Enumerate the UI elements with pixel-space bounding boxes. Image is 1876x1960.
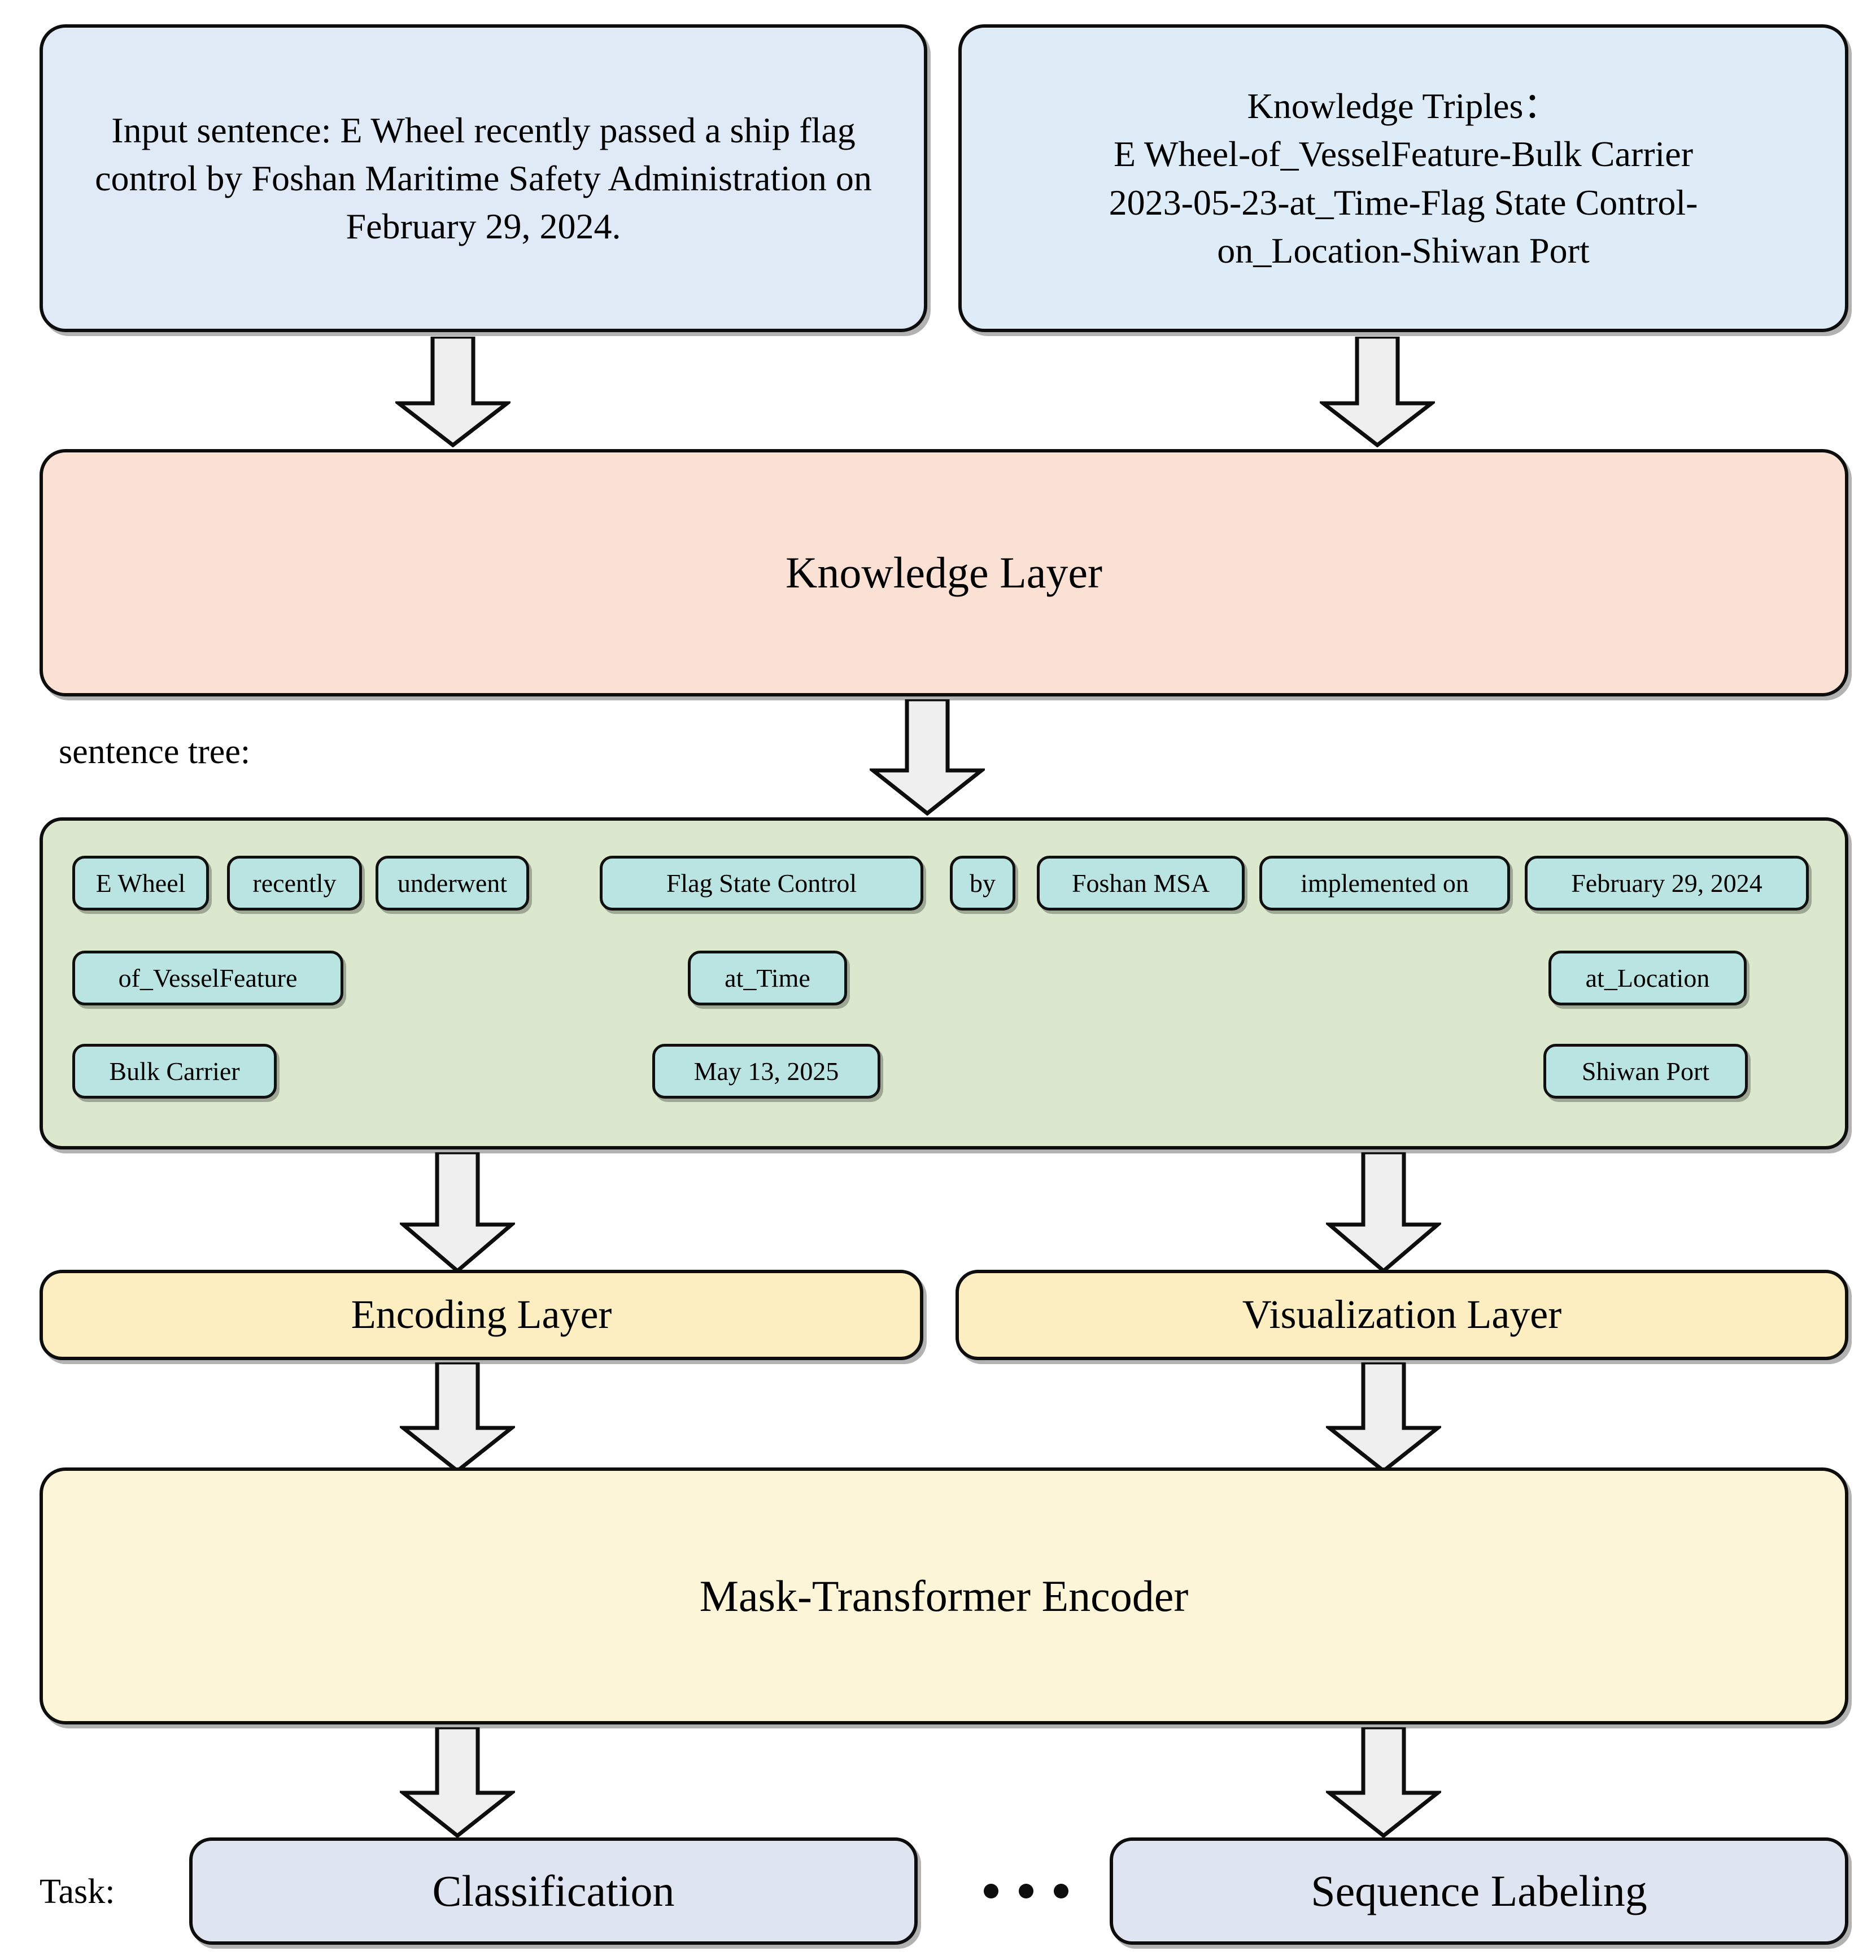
token-chip[interactable]: Flag State Control	[600, 856, 923, 911]
input-sentence-text: Input sentence: E Wheel recently passed …	[95, 110, 872, 247]
input-sentence-box[interactable]: Input sentence: E Wheel recently passed …	[40, 24, 927, 332]
mask-transformer-encoder-label: Mask-Transformer Encoder	[699, 1571, 1189, 1621]
arrow-sentence-tree-to-encoding-layer	[400, 1152, 515, 1273]
token-chip[interactable]: by	[950, 856, 1015, 911]
visualization-layer-label: Visualization Layer	[1242, 1292, 1562, 1338]
knowledge-layer-box[interactable]: Knowledge Layer	[40, 449, 1848, 696]
sequence-labeling-label: Sequence Labeling	[1311, 1866, 1647, 1916]
knowledge-triples-text: Knowledge Triples： E Wheel-of_VesselFeat…	[1109, 86, 1698, 271]
token-chip[interactable]: February 29, 2024	[1525, 856, 1809, 911]
ellipsis-dot	[1019, 1884, 1033, 1898]
arrow-encoder-to-sequence-labeling	[1326, 1727, 1441, 1838]
token-chip[interactable]: underwent	[376, 856, 529, 911]
knowledge-layer-label: Knowledge Layer	[786, 548, 1102, 598]
arrow-knowledge-layer-to-sentence-tree	[870, 699, 985, 816]
classification-box[interactable]: Classification	[189, 1837, 918, 1945]
token-chip[interactable]: implemented on	[1259, 856, 1510, 911]
token-chip[interactable]: E Wheel	[72, 856, 209, 911]
arrow-input-to-knowledge-layer	[395, 337, 511, 447]
task-label: Task:	[40, 1872, 115, 1911]
token-chip[interactable]: recently	[227, 856, 362, 911]
sentence-tree-label: sentence tree:	[59, 733, 251, 771]
token-chip[interactable]: of_VesselFeature	[72, 951, 343, 1005]
classification-label: Classification	[432, 1866, 675, 1916]
mask-transformer-encoder-box[interactable]: Mask-Transformer Encoder	[40, 1467, 1848, 1724]
arrow-encoding-layer-to-mask-transformer	[400, 1362, 515, 1473]
sequence-labeling-box[interactable]: Sequence Labeling	[1110, 1837, 1848, 1945]
token-chip[interactable]: Foshan MSA	[1037, 856, 1245, 911]
arrow-encoder-to-classification	[400, 1727, 515, 1838]
visualization-layer-box[interactable]: Visualization Layer	[956, 1270, 1848, 1360]
token-chip[interactable]: at_Time	[688, 951, 847, 1005]
ellipsis-dot	[1054, 1884, 1068, 1898]
knowledge-triples-box[interactable]: Knowledge Triples： E Wheel-of_VesselFeat…	[958, 24, 1848, 332]
arrow-triples-to-knowledge-layer	[1320, 337, 1435, 447]
encoding-layer-box[interactable]: Encoding Layer	[40, 1270, 923, 1360]
token-chip[interactable]: May 13, 2025	[652, 1044, 880, 1099]
ellipsis-indicator	[984, 1884, 1068, 1898]
ellipsis-dot	[984, 1884, 998, 1898]
token-chip[interactable]: at_Location	[1548, 951, 1747, 1005]
encoding-layer-label: Encoding Layer	[351, 1292, 612, 1338]
arrow-sentence-tree-to-visualization-layer	[1326, 1152, 1441, 1273]
token-chip[interactable]: Bulk Carrier	[72, 1044, 277, 1099]
arrow-visualization-layer-to-mask-transformer	[1326, 1362, 1441, 1473]
token-chip[interactable]: Shiwan Port	[1543, 1044, 1748, 1099]
